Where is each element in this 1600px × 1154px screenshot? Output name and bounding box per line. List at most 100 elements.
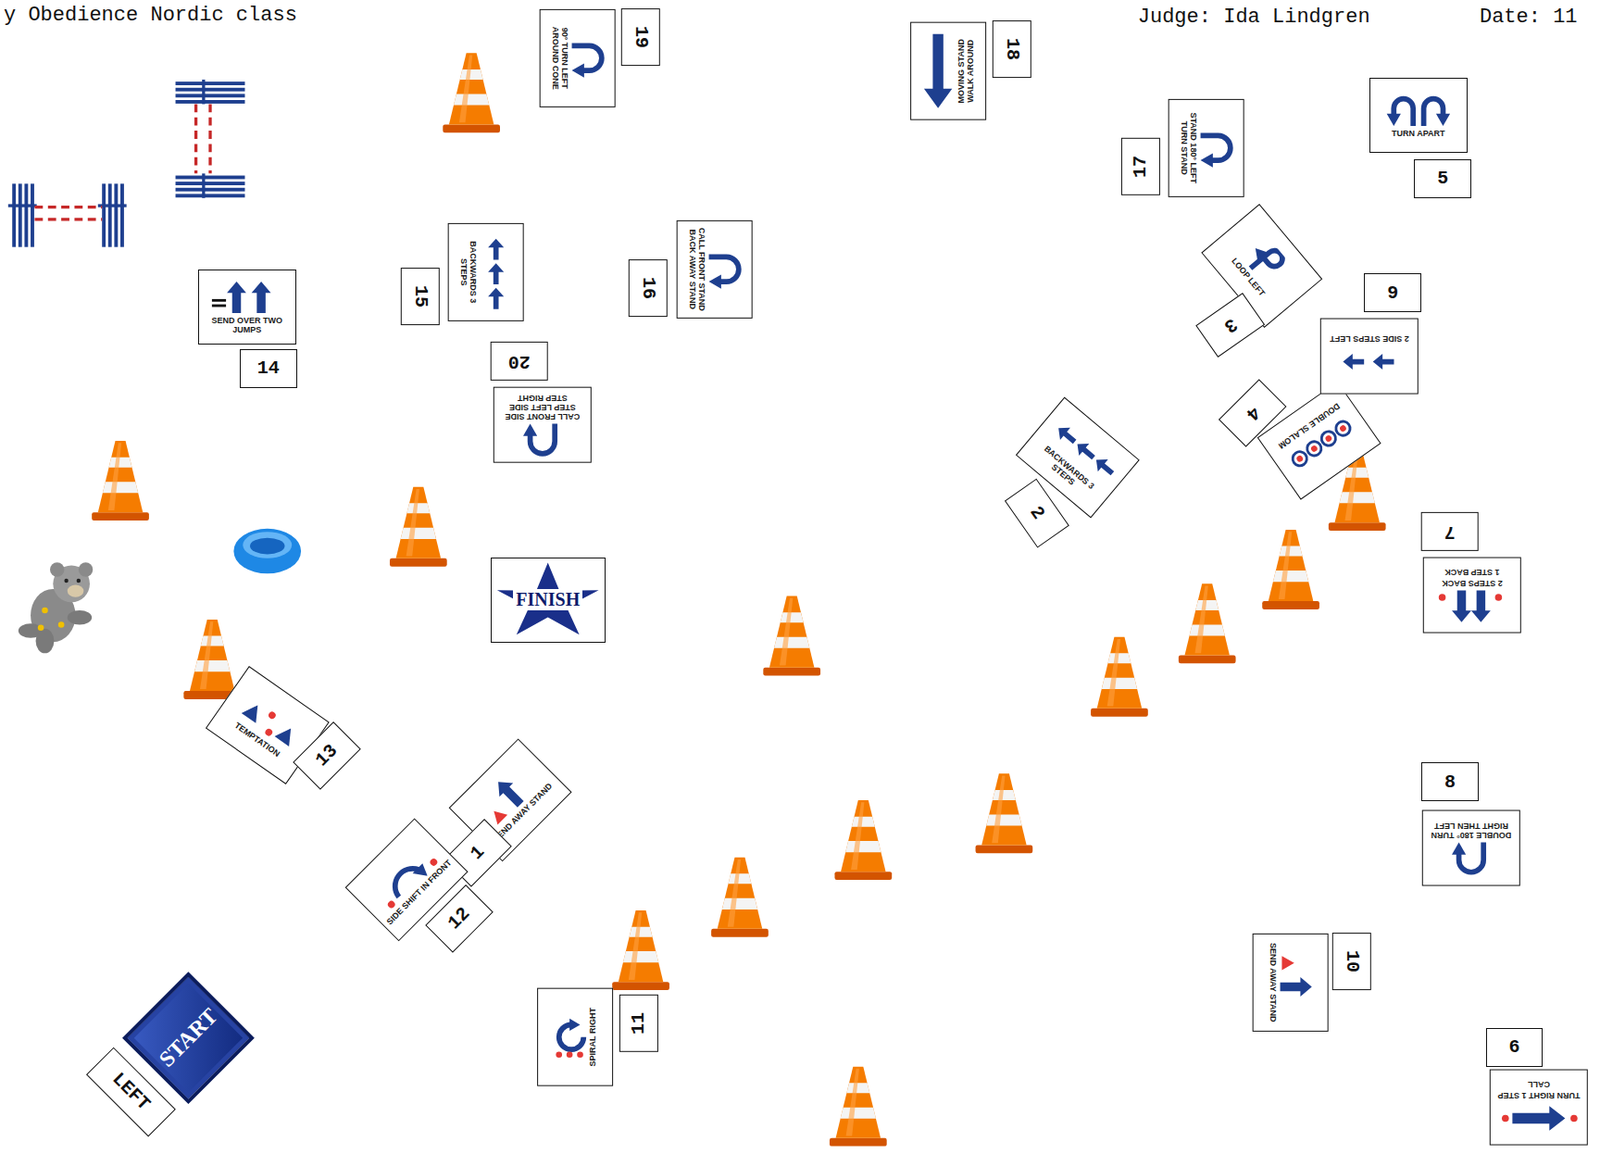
sign-icon (1325, 344, 1414, 380)
sign-text: TEMPTATION (232, 720, 282, 759)
sign-text: SEND OVER TWO JUMPS (202, 316, 292, 336)
sign-text: MOVING STAND WALK AROUND (957, 26, 976, 116)
callout-number: 4 (1241, 401, 1265, 425)
sign-number-box: 20 (490, 341, 549, 381)
traffic-cone (442, 52, 500, 133)
header-label: Judge: Ida Lindgren (1137, 5, 1371, 29)
start-text: START (154, 1003, 224, 1073)
jump-hurdle (175, 79, 246, 199)
traffic-cone (975, 773, 1034, 853)
rally-sign: CALL FRONT SIDE STEP LEFT SIDE STEP RIGH… (493, 387, 592, 463)
sign-number-box: 8 (1421, 762, 1479, 801)
sign-icon (202, 279, 292, 315)
sign-number-box: 6 (1486, 1027, 1544, 1067)
sign-symbol (1342, 353, 1394, 370)
callout-number: 18 (1001, 37, 1024, 61)
traffic-cone (612, 910, 670, 990)
finish-text: FINISH (512, 588, 583, 611)
sign-text: 1 STEP BACK (1445, 566, 1500, 576)
sign-symbol (1438, 589, 1502, 622)
sign-number-box: 17 (1121, 137, 1161, 196)
rally-sign: TURN APART (1369, 77, 1468, 154)
sign-icon (706, 225, 742, 314)
sign-icon (1427, 587, 1517, 624)
callout-number: 17 (1130, 155, 1152, 178)
sign-icon (1374, 92, 1463, 128)
callout-number: 15 (410, 285, 432, 308)
traffic-cone (829, 1066, 888, 1147)
sign-number-box: 9 (1363, 273, 1422, 313)
sign-symbol (239, 696, 301, 749)
rally-sign: BACKWARDS 3 STEPS (448, 223, 525, 322)
sign-symbol (924, 34, 952, 109)
sign-text: CALL FRONT SIDE STEP LEFT SIDE STEP RIGH… (498, 392, 588, 421)
sign-symbol (1200, 135, 1230, 167)
callout-number: 11 (627, 1012, 650, 1035)
callout-number: 8 (1444, 771, 1456, 793)
traffic-cone (1178, 583, 1237, 663)
callout-number: 9 (1387, 282, 1399, 304)
sign-number-box: 18 (992, 20, 1032, 78)
rally-sign: SPIRAL RIGHT (537, 987, 613, 1087)
sign-icon (570, 13, 606, 103)
sign-symbol (708, 257, 738, 289)
rally-sign: STAND 180° LEFT TURN STAND (1168, 99, 1245, 198)
callout-number: LEFT (107, 1068, 154, 1115)
sign-symbol (212, 281, 272, 313)
rally-sign: DOUBLE 180° TURN RIGHT THEN LEFT (1422, 810, 1521, 887)
sign-symbol (572, 46, 602, 78)
traffic-cone (711, 857, 769, 938)
sign-text: 2 STEPS BACK (1441, 576, 1503, 587)
sign-icon (1278, 937, 1314, 1027)
traffic-cone (834, 800, 892, 880)
sign-text: 2 SIDE STEPS LEFT (1329, 333, 1410, 343)
rally-sign: 2 SIDE STEPS LEFT (1320, 318, 1419, 395)
traffic-cone (1090, 637, 1149, 717)
sign-icon (1494, 1100, 1584, 1137)
sign-symbol (487, 238, 504, 310)
finish-sign: FINISH (490, 557, 605, 644)
sign-symbol (1387, 98, 1450, 125)
sign-number-box: 19 (621, 8, 661, 66)
sign-text: TURN RIGHT 1 STEP (1497, 1089, 1580, 1100)
sign-text: CALL (1527, 1078, 1550, 1088)
sign-number-box: 5 (1413, 159, 1472, 199)
header-label: Date: 11 (1479, 5, 1578, 29)
rally-sign: 2 STEPS BACK1 STEP BACK (1423, 557, 1522, 634)
sign-text: 90° TURN LEFT AROUND CONE (550, 13, 569, 103)
callout-number: 3 (1220, 312, 1242, 338)
sign-symbol (555, 1018, 584, 1058)
food-bowl (233, 528, 301, 574)
sign-number-box: 10 (1332, 932, 1372, 990)
sign-text: SPIRAL RIGHT (587, 1007, 598, 1066)
sign-number-box: 14 (239, 349, 298, 388)
callout-number: 20 (508, 350, 531, 373)
sign-text: DOUBLE 180° TURN RIGHT THEN LEFT (1426, 820, 1516, 839)
callout-number: 7 (1444, 521, 1456, 543)
traffic-cone (91, 440, 150, 521)
callout-number: 16 (637, 276, 659, 300)
rally-sign: TURN RIGHT 1 STEPCALL (1489, 1069, 1588, 1146)
sign-icon (498, 421, 588, 457)
course-title: y Obedience Nordic class (3, 3, 298, 27)
callout-number: 1 (465, 841, 489, 865)
sign-text: TURN APART (1391, 129, 1446, 139)
sign-text: BACKWARDS 3 STEPS (458, 227, 477, 317)
sign-icon (920, 26, 956, 116)
rally-sign: MOVING STAND WALK AROUND (910, 22, 987, 121)
sign-icon (477, 227, 513, 317)
callout-number: 13 (311, 739, 342, 771)
callout-number: 10 (1341, 950, 1363, 973)
callout-number: 6 (1508, 1036, 1520, 1058)
callout-number: 5 (1437, 167, 1449, 189)
rally-sign: SEND OVER TWO JUMPS (198, 269, 297, 346)
callout-number: 19 (630, 25, 652, 49)
sign-symbol (1451, 842, 1484, 873)
sign-number-box: 16 (628, 259, 668, 317)
toy-bear (18, 562, 93, 653)
sign-number-box: 11 (619, 994, 659, 1052)
traffic-cone (183, 619, 241, 700)
sign-text: STAND 180° LEFT TURN STAND (1178, 103, 1198, 193)
sign-number-box: 15 (400, 267, 440, 325)
